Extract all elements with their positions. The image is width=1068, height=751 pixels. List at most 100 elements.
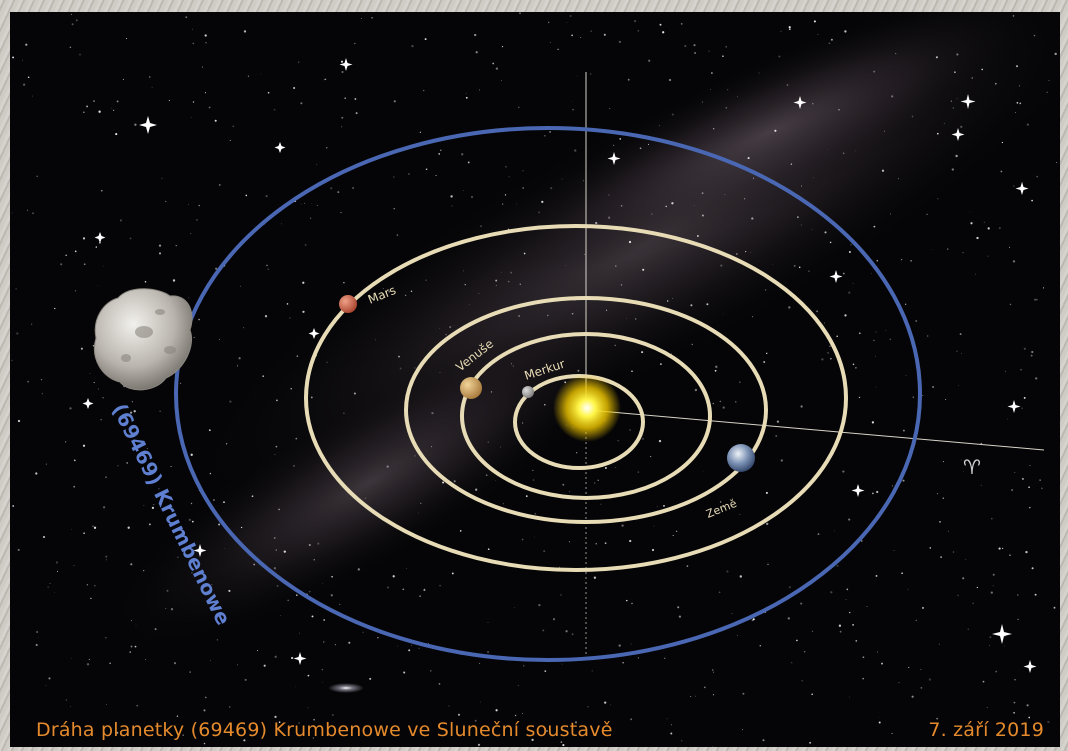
star xyxy=(571,34,573,37)
star xyxy=(736,253,738,255)
star xyxy=(672,534,674,537)
star xyxy=(98,110,101,113)
star xyxy=(274,655,277,658)
star xyxy=(830,38,833,41)
star xyxy=(418,512,419,514)
star xyxy=(544,404,546,406)
star xyxy=(811,228,813,230)
star xyxy=(829,241,832,244)
star xyxy=(341,116,344,119)
star xyxy=(622,662,624,664)
star xyxy=(348,641,351,644)
star xyxy=(630,643,632,645)
star xyxy=(1012,260,1016,263)
star xyxy=(813,20,816,23)
star xyxy=(521,538,524,541)
star xyxy=(788,26,791,29)
star xyxy=(382,288,384,290)
star xyxy=(474,33,477,37)
star xyxy=(712,671,715,673)
star xyxy=(392,575,395,578)
star xyxy=(680,23,683,25)
star xyxy=(987,255,989,257)
star xyxy=(310,396,313,399)
star xyxy=(371,16,373,19)
star xyxy=(561,178,563,180)
star xyxy=(102,397,104,399)
star xyxy=(419,131,422,133)
star xyxy=(827,351,830,354)
star xyxy=(238,357,241,360)
star xyxy=(172,279,176,282)
solar-system-diagram: Mars Venuše Merkur Země ♈ (69469) Krumbe… xyxy=(10,12,1060,747)
star xyxy=(510,271,513,274)
star xyxy=(1046,91,1048,93)
star xyxy=(538,603,541,607)
star xyxy=(393,176,395,178)
star xyxy=(414,455,416,457)
star xyxy=(743,198,746,200)
star xyxy=(629,539,632,543)
star xyxy=(439,327,440,329)
star xyxy=(532,469,534,471)
star xyxy=(442,481,445,484)
star xyxy=(838,108,840,111)
star xyxy=(93,100,95,102)
star xyxy=(45,685,47,686)
star xyxy=(83,111,85,113)
star xyxy=(824,231,827,234)
star xyxy=(423,588,426,592)
star xyxy=(817,533,820,536)
star xyxy=(88,658,90,661)
star xyxy=(571,312,574,315)
star xyxy=(701,192,704,195)
star xyxy=(189,671,191,673)
star xyxy=(637,471,640,473)
star xyxy=(1006,418,1008,420)
star xyxy=(752,618,755,621)
star xyxy=(1036,175,1039,178)
star xyxy=(1034,298,1037,301)
star xyxy=(508,176,510,178)
star xyxy=(487,441,489,443)
star xyxy=(926,213,928,216)
star xyxy=(762,739,765,742)
star xyxy=(146,448,148,450)
star xyxy=(450,195,453,198)
star xyxy=(970,222,973,225)
star xyxy=(501,46,504,48)
star xyxy=(518,106,520,109)
star xyxy=(343,281,345,284)
star xyxy=(204,34,207,37)
star xyxy=(951,168,954,171)
star xyxy=(439,584,441,587)
star xyxy=(651,548,655,552)
star xyxy=(932,249,933,251)
star xyxy=(620,284,623,286)
star xyxy=(451,572,454,575)
star xyxy=(188,297,190,299)
star xyxy=(722,55,724,58)
star xyxy=(541,200,544,203)
star xyxy=(396,234,399,236)
star xyxy=(512,365,514,367)
star xyxy=(549,131,551,133)
star xyxy=(957,594,959,597)
star xyxy=(334,644,336,646)
star xyxy=(193,337,195,338)
star xyxy=(232,125,235,128)
star xyxy=(95,246,98,248)
star xyxy=(846,588,849,591)
star xyxy=(963,471,964,472)
star xyxy=(816,310,819,313)
star xyxy=(176,715,179,717)
star xyxy=(757,260,759,262)
star xyxy=(891,732,893,735)
star xyxy=(161,177,163,179)
star xyxy=(82,444,86,447)
star xyxy=(772,264,773,265)
star xyxy=(273,108,276,111)
star xyxy=(516,203,517,205)
star xyxy=(27,381,29,383)
star xyxy=(357,568,360,571)
